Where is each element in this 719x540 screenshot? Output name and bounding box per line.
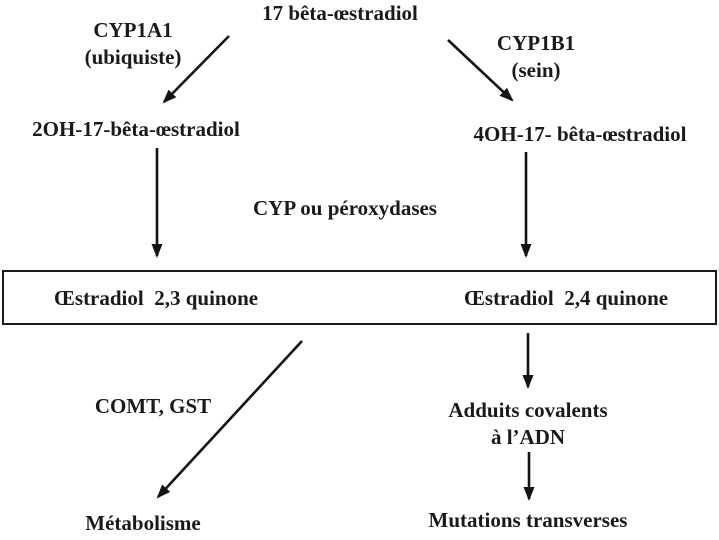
quinone-box: Œstradiol 2,3 quinone Œstradiol 2,4 quin… xyxy=(2,270,717,325)
node-mutations-transverses: Mutations transverses xyxy=(428,508,628,532)
arrow-comt-to-metabolism xyxy=(156,340,303,499)
node-oestradiol-2-4-quinone: Œstradiol 2,4 quinone xyxy=(463,285,669,310)
enzyme-cyp1a1-note: (ubiquiste) xyxy=(84,45,182,69)
arrow-cyp1b1 xyxy=(447,39,514,102)
node-cyp1a1: CYP1A1 (ubiquiste) xyxy=(85,17,182,71)
node-2oh-17-beta-oestradiol: 2OH-17-bêta-œstradiol xyxy=(32,117,240,141)
enzyme-cyp1b1-note: (sein) xyxy=(511,58,561,82)
node-oestradiol-2-3-quinone: Œstradiol 2,3 quinone xyxy=(53,285,259,310)
enzyme-cyp1a1-name: CYP1A1 xyxy=(93,18,173,42)
enzyme-cyp1b1-name: CYP1B1 xyxy=(496,31,576,55)
label-comt-gst: COMT, GST xyxy=(94,394,212,418)
adducts-line-2: à l’ADN xyxy=(490,425,566,449)
node-metabolisme: Métabolisme xyxy=(85,511,201,535)
label-cyp-ou-peroxydases: CYP ou péroxydases xyxy=(253,196,437,220)
arrow-cyp1a1 xyxy=(162,35,230,104)
node-17-beta-oestradiol: 17 bêta-œstradiol xyxy=(262,1,418,25)
adducts-line-1: Adduits covalents xyxy=(448,398,608,422)
node-cyp1b1: CYP1B1 (sein) xyxy=(497,30,575,84)
node-4oh-17-beta-oestradiol: 4OH-17- bêta-œstradiol xyxy=(473,122,687,146)
node-adduits-covalents: Adduits covalents à l’ADN xyxy=(448,397,607,451)
